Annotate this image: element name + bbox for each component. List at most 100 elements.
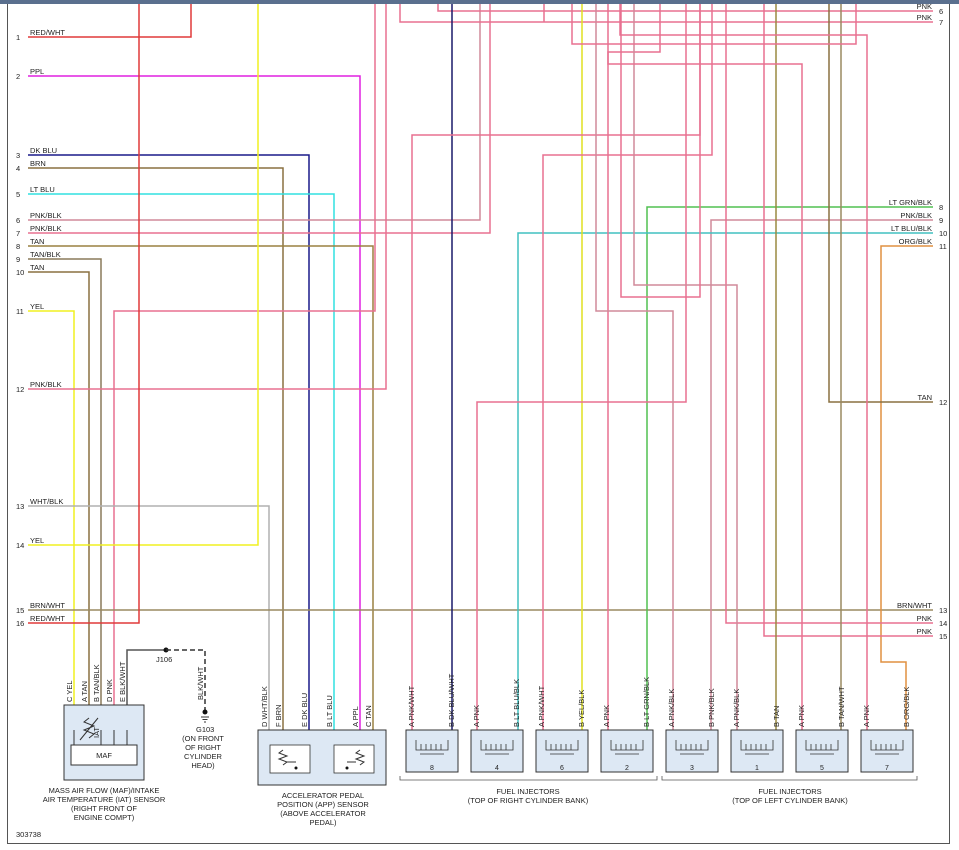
wire-number-right: 10: [939, 229, 947, 238]
wire-pnk-blk-7: [28, 4, 491, 234]
app-pin-label: D WHT/BLK: [260, 686, 269, 727]
coil-icon-8: [415, 740, 449, 755]
wire-number-left: 13: [16, 502, 24, 511]
injector-box-2: [600, 729, 654, 773]
maf-pin-label: B TAN/BLK: [92, 664, 101, 702]
wire-label-left: PNK/BLK: [30, 211, 62, 220]
wire-inj4-a: [476, 4, 687, 730]
maf-internal-lines: [73, 730, 128, 745]
wire-brn: [28, 167, 284, 730]
wire-number-left: 2: [16, 72, 20, 81]
injector-box-7: [860, 729, 914, 773]
wire-maf-blk-wht: [126, 649, 166, 730]
wire-number-left: 1: [16, 33, 20, 42]
splice-label: J106: [156, 655, 172, 664]
injector-box-8: [405, 729, 459, 773]
coil-icon-5: [805, 740, 839, 755]
wire-label-left: BRN/WHT: [30, 601, 65, 610]
injector-pin-a-label: A PNK/WHT: [537, 685, 546, 727]
wire-wht-blk: [28, 505, 270, 730]
injector-coils: [415, 740, 904, 755]
wire-label-right: PNK/BLK: [900, 211, 932, 220]
wire-number-left: 10: [16, 268, 24, 277]
wire-label-right: TAN: [918, 393, 932, 402]
wire-tan-8: [28, 245, 374, 730]
thermistor-icon: [79, 717, 99, 741]
wire-label-left: RED/WHT: [30, 614, 65, 623]
injector-pin-b-label: B DK BLU/WHT: [447, 673, 456, 727]
maf-caption: MASS AIR FLOW (MAF)/INTAKE: [49, 786, 160, 795]
injector-pin-b-label: B TAN/WHT: [837, 686, 846, 727]
injector-pin-a-label: A PNK/WHT: [407, 685, 416, 727]
wire-number-right: 13: [939, 606, 947, 615]
wire-number-left: 14: [16, 541, 24, 550]
wire-red-wht-1: [28, 4, 192, 38]
ground-location: CYLINDER: [184, 752, 223, 761]
wire-maf-pnk: [113, 4, 376, 730]
wire-extra-pnk: [571, 4, 857, 45]
bank-right-sub: (TOP OF RIGHT CYLINDER BANK): [468, 796, 589, 805]
injector-number: 1: [755, 765, 759, 772]
wire-number-left: 15: [16, 606, 24, 615]
wire-right-lt-grn-blk: [646, 206, 933, 730]
injector-pin-b-label: B LT BLU/BLK: [512, 679, 521, 727]
coil-icon-3: [675, 740, 709, 755]
wire-label-left: TAN: [30, 237, 44, 246]
injector-pin-a-label: A PNK: [862, 705, 871, 727]
ground-location: OF RIGHT: [185, 743, 221, 752]
injector-number: 5: [820, 765, 824, 772]
wire-number-left: 3: [16, 151, 20, 160]
app-sensor-1-box: [269, 744, 311, 774]
app-pin-label: F BRN: [274, 705, 283, 728]
wire-red-wht-16: [28, 4, 140, 624]
wire-label-right: ORG/BLK: [899, 237, 932, 246]
wire-label-left: RED/WHT: [30, 28, 65, 37]
wire-tan-blk: [28, 258, 102, 730]
wire-label-right: BRN/WHT: [897, 601, 932, 610]
wire-number-left: 12: [16, 385, 24, 394]
wire-inj5-a: [607, 4, 803, 730]
wire-inj1-a: [633, 4, 738, 730]
injector-pin-b-label: B LT GRN/BLK: [642, 677, 651, 727]
maf-element-box: [70, 744, 138, 766]
injector-pin-a-label: A PNK: [797, 705, 806, 727]
wire-label-right: PNK: [917, 13, 932, 22]
wire-right-pnk-14: [725, 4, 933, 624]
wire-number-left: 8: [16, 242, 20, 251]
app-sensor-2-box: [333, 744, 375, 774]
maf-connector: [63, 704, 145, 781]
wire-inj8-a: [411, 4, 701, 730]
wire-right-pnk-7: [399, 4, 933, 23]
wire-label-right: LT BLU/BLK: [891, 224, 932, 233]
app-sensor: [257, 729, 387, 786]
app-dot-2: [345, 766, 349, 770]
injector-box-1: [730, 729, 784, 773]
wire-pnk-blk-6: [28, 4, 481, 221]
maf-pin-label: A TAN: [80, 681, 89, 702]
injector-number: 8: [430, 765, 434, 772]
injector-number: 3: [690, 765, 694, 772]
window-top-bar: [0, 0, 959, 4]
wire-right-pnk-15: [763, 4, 933, 637]
ground-location: HEAD): [191, 761, 215, 770]
maf-sensor: [63, 704, 145, 781]
wire-label-right: LT GRN/BLK: [889, 198, 932, 207]
wire-pnk-blk-12: [28, 4, 387, 390]
app-caption: POSITION (APP) SENSOR: [277, 800, 369, 809]
wire-label-left: PNK/BLK: [30, 224, 62, 233]
wire-number-right: 14: [939, 619, 947, 628]
ground-name: G103: [196, 725, 214, 734]
potentiometer-1-icon: [277, 749, 296, 766]
wire-label-left: YEL: [30, 302, 44, 311]
wire-inj3-inj1-tie: [620, 4, 701, 298]
wire-inj6-a: [542, 4, 713, 730]
wire-inj7-a: [619, 4, 868, 730]
app-pin-label: A PPL: [351, 706, 360, 727]
wire-number-left: 6: [16, 216, 20, 225]
iat-label: IAT: [92, 726, 101, 738]
injector-pin-b-label: B PNK/BLK: [707, 688, 716, 727]
ground-dot: [202, 709, 208, 715]
bank-left-sub: (TOP OF LEFT CYLINDER BANK): [732, 796, 848, 805]
injector-number: 7: [885, 765, 889, 772]
